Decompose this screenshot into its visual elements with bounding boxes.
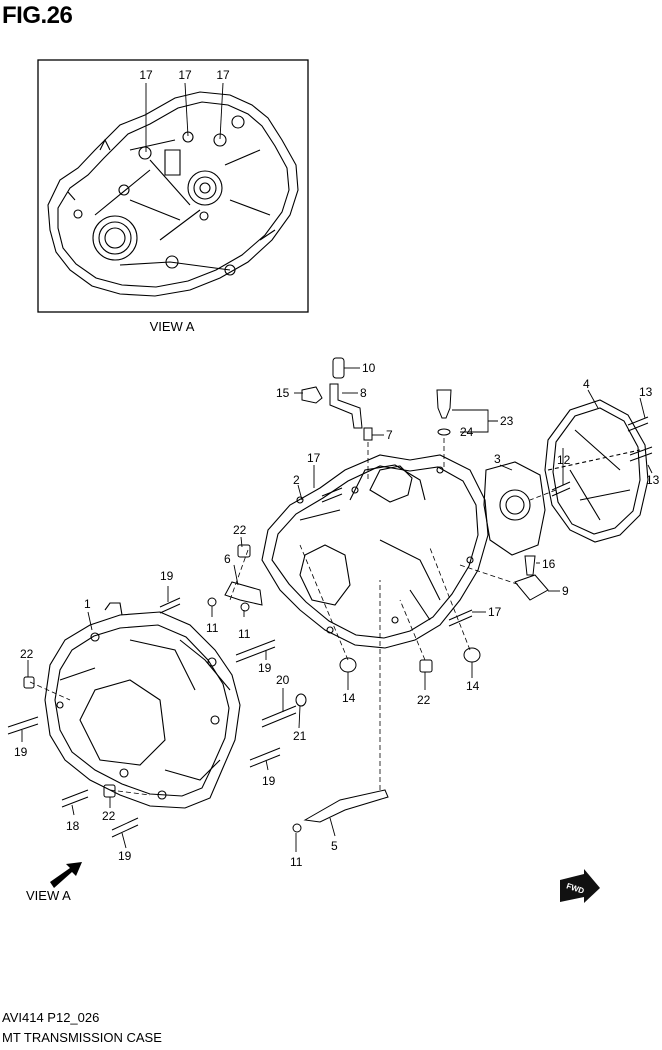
breather-union [363, 427, 373, 441]
callout-19: 19 [118, 849, 132, 863]
callout-9: 9 [562, 584, 569, 598]
side-cover-drawing [544, 399, 649, 543]
dowel-pin [23, 676, 35, 689]
callout-13: 13 [639, 385, 653, 399]
back-light-switch [436, 389, 452, 419]
callout-22: 22 [417, 693, 431, 707]
bolt [7, 716, 39, 735]
callout-11: 11 [206, 621, 219, 635]
callout-19: 19 [14, 745, 28, 759]
cover-plate [514, 574, 549, 601]
figure-code: AVI414 P12_026 [2, 1010, 100, 1025]
callout-14: 14 [466, 679, 480, 693]
view-a-inset: 17 17 17 [37, 59, 309, 313]
callout-2: 2 [293, 473, 300, 487]
callout-22: 22 [102, 809, 116, 823]
bolt [61, 789, 89, 808]
bolt [235, 639, 276, 663]
callout-22: 22 [20, 647, 34, 661]
view-a-label: VIEW A [150, 319, 195, 334]
inset-frame [37, 59, 309, 313]
callout-22: 22 [233, 523, 247, 537]
inset-callout: 17 [139, 68, 153, 82]
callout-3: 3 [494, 452, 501, 466]
callout-17: 17 [307, 451, 321, 465]
bolt [551, 481, 571, 497]
bolt [627, 416, 649, 432]
callout-16: 16 [542, 557, 556, 571]
callout-11: 11 [238, 627, 251, 641]
callout-15: 15 [276, 386, 290, 400]
callout-10: 10 [362, 361, 376, 375]
callout-13: 13 [646, 473, 660, 487]
bolt [448, 609, 473, 627]
callout-1: 1 [84, 597, 91, 611]
callout-12: 12 [557, 453, 571, 467]
fwd-direction-badge: FWD [560, 869, 600, 903]
small-parts-drawing [7, 357, 653, 838]
harness-bracket [303, 789, 389, 823]
nut [295, 693, 307, 707]
dowel-pin [103, 784, 116, 798]
callout-6: 6 [224, 552, 231, 566]
callout-leader-lines [21, 367, 653, 852]
callout-20: 20 [276, 673, 290, 687]
clutch-housing-drawing [44, 602, 241, 809]
callout-8: 8 [360, 386, 367, 400]
bolt [249, 747, 281, 768]
view-a-arrow [50, 862, 82, 888]
figure-title: FIG.26 [2, 2, 73, 29]
figure-name: MT TRANSMISSION CASE [2, 1030, 162, 1045]
callout-7: 7 [386, 428, 393, 442]
bolt [159, 597, 181, 614]
inset-leader-lines [145, 82, 224, 152]
callout-18: 18 [66, 819, 80, 833]
callout-17: 17 [488, 605, 502, 619]
switch-gasket [437, 428, 451, 436]
callout-19: 19 [258, 661, 272, 675]
callout-4: 4 [583, 377, 590, 391]
bushing [463, 647, 481, 663]
bolt [524, 555, 536, 576]
callout-19: 19 [160, 569, 174, 583]
bolt [321, 487, 343, 503]
bushing [339, 657, 357, 673]
inset-callout: 17 [178, 68, 192, 82]
alignment-lines [29, 438, 557, 796]
gasket-drawing [483, 461, 546, 556]
callout-19: 19 [262, 774, 276, 788]
callout-21: 21 [293, 729, 307, 743]
dowel-pin [237, 544, 251, 558]
stud-bolt [261, 705, 297, 728]
callout-5: 5 [331, 839, 338, 853]
inset-callout: 17 [216, 68, 230, 82]
inset-housing-drawing [47, 91, 299, 297]
callout-24: 24 [460, 425, 474, 439]
callout-14: 14 [342, 691, 356, 705]
callout-11: 11 [290, 855, 303, 869]
dowel-pin [419, 659, 433, 673]
bracket [224, 581, 263, 606]
view-a-arrow-label: VIEW A [26, 888, 71, 903]
callout-numbers: 10 15 8 7 23 24 4 13 13 17 2 3 12 22 6 1… [14, 361, 660, 869]
bolt [629, 446, 653, 462]
bolt [111, 817, 139, 838]
callout-23: 23 [500, 414, 514, 428]
breather-cap [332, 357, 345, 379]
clamp [301, 386, 323, 404]
breather-hose [329, 383, 363, 429]
